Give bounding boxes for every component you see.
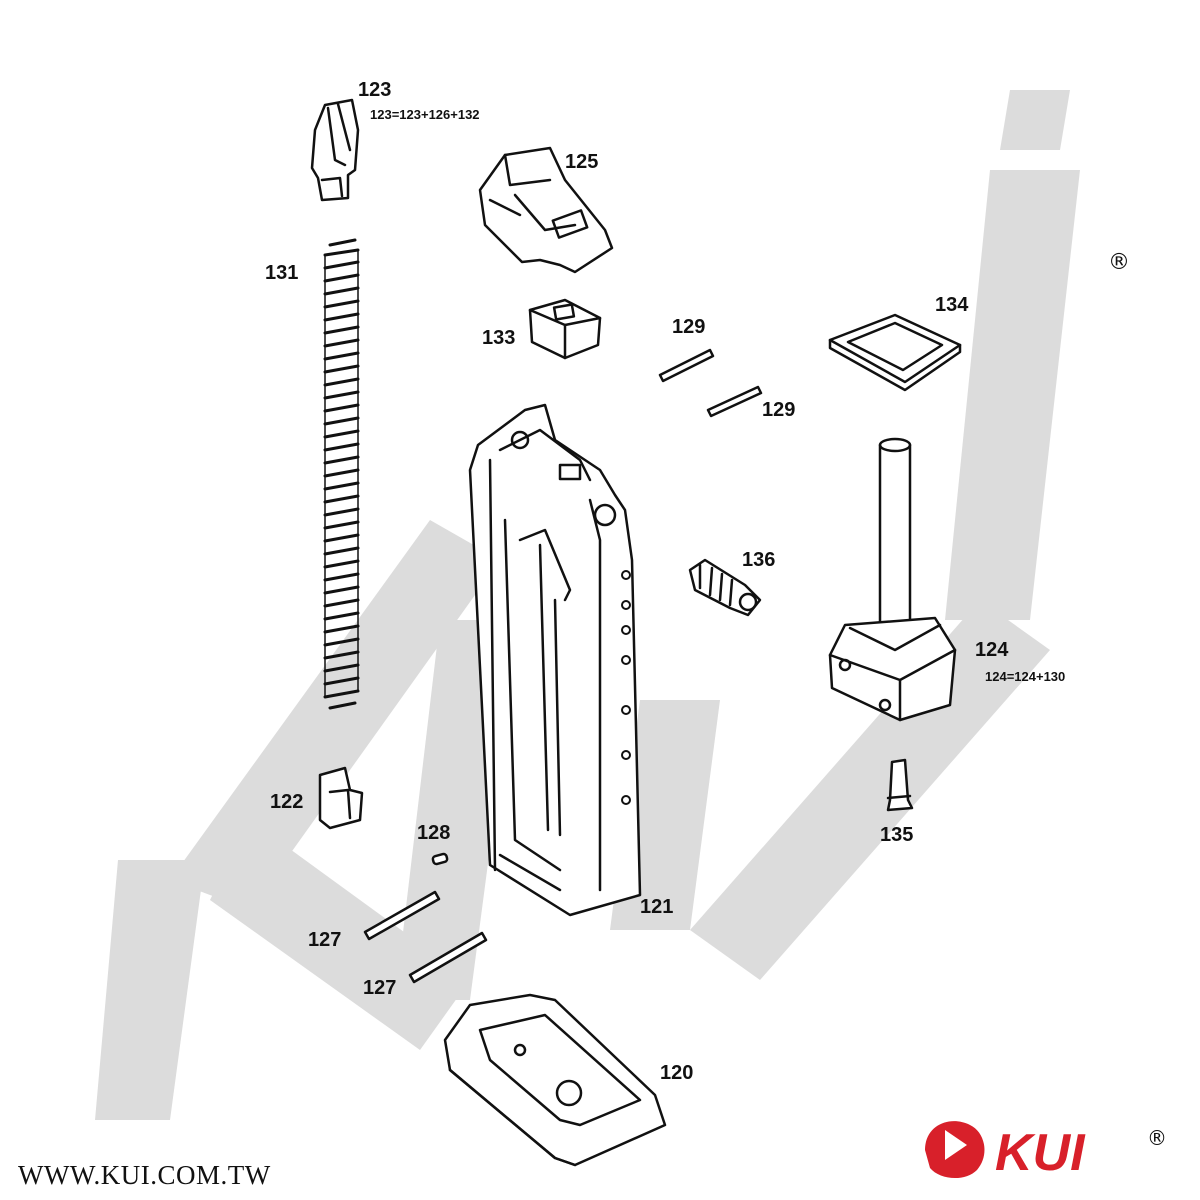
callout-134: 134 xyxy=(935,294,969,316)
callout-135: 135 xyxy=(880,824,914,846)
part-124-gas-nozzle xyxy=(828,437,957,722)
part-133-seal xyxy=(528,298,602,360)
part-128-pin xyxy=(431,852,449,866)
part-131-spring xyxy=(323,238,360,710)
part-135-fill-valve xyxy=(886,758,914,812)
callout-127-upper: 127 xyxy=(308,929,342,951)
part-127-pins xyxy=(363,890,488,984)
part-121-magazine-body xyxy=(468,403,642,917)
callout-129-lower: 129 xyxy=(762,399,796,421)
part-129-pins xyxy=(658,348,763,418)
note-124: 124=124+130 xyxy=(985,669,1066,684)
registered-mark: ® xyxy=(1108,250,1130,275)
part-120-base-plate xyxy=(443,993,667,1167)
kui-brand-logo: KUI ® xyxy=(925,1121,1167,1182)
callout-127-lower: 127 xyxy=(363,977,397,999)
callout-133: 133 xyxy=(482,327,516,349)
part-122-follower-base xyxy=(318,766,364,830)
callout-129-upper: 129 xyxy=(672,316,706,338)
callout-120: 120 xyxy=(660,1062,694,1084)
note-123: 123=123+126+132 xyxy=(370,107,480,122)
callout-121: 121 xyxy=(640,896,674,918)
callout-131: 131 xyxy=(265,262,299,284)
callout-125: 125 xyxy=(565,151,599,173)
svg-text:®: ® xyxy=(1147,1126,1167,1150)
callout-122: 122 xyxy=(270,791,304,813)
callout-136: 136 xyxy=(742,549,776,571)
part-136-valve xyxy=(688,558,762,617)
website-url: WWW.KUI.COM.TW xyxy=(18,1160,271,1190)
part-125-valve-housing xyxy=(478,146,614,274)
svg-text:KUI: KUI xyxy=(995,1124,1086,1182)
callout-124: 124 xyxy=(975,639,1009,661)
part-123-follower xyxy=(310,98,360,202)
part-134-gasket xyxy=(828,313,962,392)
callout-123: 123 xyxy=(358,79,392,101)
callout-128: 128 xyxy=(417,822,451,844)
